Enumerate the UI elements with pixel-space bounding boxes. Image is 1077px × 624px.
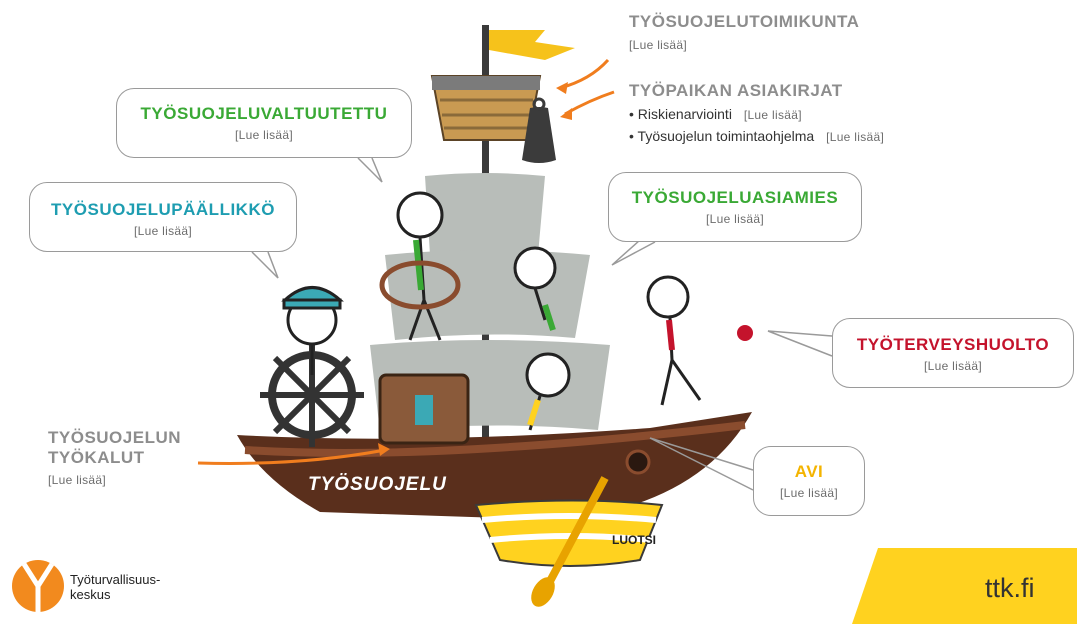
paallikko-read-more[interactable]: [Lue lisää] xyxy=(133,224,192,238)
figure-luotsi xyxy=(525,352,571,431)
list-item: • Riskienarviointi [Lue lisää] xyxy=(629,104,884,126)
bell xyxy=(522,107,556,163)
top-sail xyxy=(425,173,545,255)
toimikunta-title: TYÖSUOJELUTOIMIKUNTA xyxy=(629,12,860,31)
tyoterveyshuolto-title: TYÖTERVEYSHUOLTO xyxy=(856,335,1050,354)
valtuutettu-bubble[interactable]: TYÖSUOJELUVALTUUTETTU [Lue lisää] xyxy=(116,88,412,158)
paallikko-title: TYÖSUOJELUPÄÄLLIKKÖ xyxy=(51,200,275,219)
asiamies-bubble[interactable]: TYÖSUOJELUASIAMIES [Lue lisää] xyxy=(608,172,862,242)
asiamies-title: TYÖSUOJELUASIAMIES xyxy=(631,188,839,207)
asiakirjat-title: TYÖPAIKAN ASIAKIRJAT xyxy=(629,81,843,100)
yellow-corner xyxy=(852,548,1077,624)
figure-climber xyxy=(513,246,557,331)
ttk-logo-mark xyxy=(12,560,64,612)
toimintaohjelma-read-more[interactable]: [Lue lisää] xyxy=(826,130,885,144)
flag xyxy=(489,30,575,60)
avi-read-more[interactable]: [Lue lisää] xyxy=(779,486,838,500)
asiakirjat-list: • Riskienarviointi [Lue lisää] • Työsuoj… xyxy=(629,104,884,148)
figure-asiamies xyxy=(646,275,753,406)
list-item: • Työsuojelun toimintaohjelma [Lue lisää… xyxy=(629,126,884,148)
asiamies-read-more[interactable]: [Lue lisää] xyxy=(705,212,764,226)
ship-name: TYÖSUOJELU xyxy=(308,474,447,495)
logo-text: Työturvallisuus- keskus xyxy=(70,572,160,602)
tyoterveyshuolto-bubble[interactable]: TYÖTERVEYSHUOLTO [Lue lisää] xyxy=(832,318,1074,388)
toimintaohjelma-label: • Työsuojelun toimintaohjelma xyxy=(629,128,815,144)
avi-title: AVI xyxy=(794,462,824,481)
valtuutettu-read-more[interactable]: [Lue lisää] xyxy=(234,128,293,142)
logo-line2: keskus xyxy=(70,587,111,602)
tyokalut-read-more[interactable]: [Lue lisää] xyxy=(48,473,107,487)
logo-line1: Työturvallisuus- xyxy=(70,572,161,587)
tyoterveyshuolto-read-more[interactable]: [Lue lisää] xyxy=(923,359,982,373)
site-url[interactable]: ttk.fi xyxy=(985,573,1035,603)
figure-rope xyxy=(379,191,461,341)
toimikunta-read-more[interactable]: [Lue lisää] xyxy=(629,38,688,52)
paallikko-bubble[interactable]: TYÖSUOJELUPÄÄLLIKKÖ [Lue lisää] xyxy=(29,182,297,252)
figure-captain xyxy=(281,286,344,375)
arrow-asiakirjat xyxy=(564,90,615,116)
valtuutettu-title: TYÖSUOJELUVALTUUTETTU xyxy=(140,104,388,123)
oar xyxy=(544,476,609,587)
tyokalut-title-line1: TYÖSUOJELUN xyxy=(48,428,182,447)
avi-bubble[interactable]: AVI [Lue lisää] xyxy=(753,446,865,516)
riskienarviointi-label: • Riskienarviointi xyxy=(629,106,732,122)
tyokalut-title-line2: TYÖKALUT xyxy=(48,448,145,467)
riskienarviointi-read-more[interactable]: [Lue lisää] xyxy=(743,108,802,122)
arrow-tyokalut xyxy=(197,448,386,465)
boat-name: LUOTSI xyxy=(612,533,656,547)
